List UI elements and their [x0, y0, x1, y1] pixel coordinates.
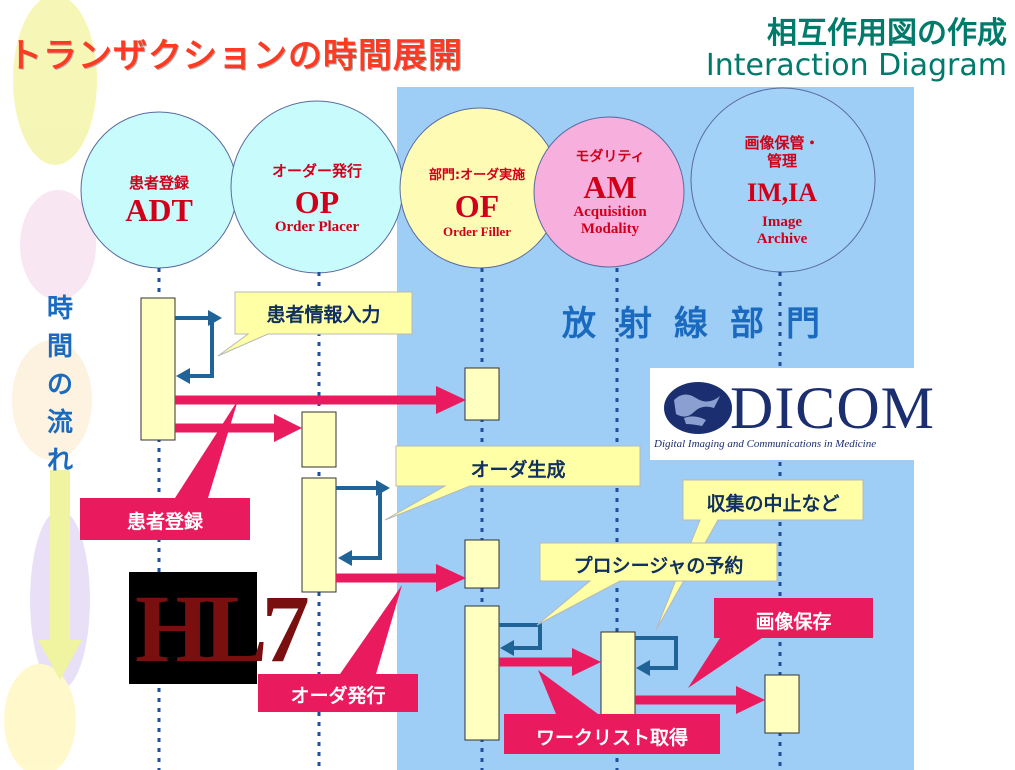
dicom-logo-text: DICOM: [730, 375, 936, 441]
actor-am-en: Acquisition Modality: [573, 204, 647, 237]
dicom-logo-subtitle: Digital Imaging and Communications in Me…: [654, 438, 877, 450]
balloon-decoration: [20, 190, 96, 300]
balloon-decoration: [13, 0, 97, 165]
time-flow-label: 時間の流れ: [46, 294, 73, 476]
loop-arrow-icon: [635, 636, 678, 670]
callout-cancel: 収集の中止など: [706, 493, 840, 515]
actor-circle-im: [690, 87, 876, 273]
callout-schedule-shape: [536, 542, 778, 626]
activation-of-1: [464, 367, 500, 421]
actor-adt-abbr: ADT: [125, 192, 193, 227]
message-arrows: [175, 395, 740, 705]
arrow-right-icon: [274, 414, 302, 442]
actor-im: 画像保管・管理 IM,IA Image Archive: [726, 134, 838, 248]
activation-im: [764, 674, 800, 734]
actor-of-abbr: OF: [454, 188, 500, 224]
callout-store-shape: [688, 598, 873, 688]
actor-of: 部門:オーダ実施 OF Order Filler: [412, 164, 542, 240]
globe-icon: [664, 382, 732, 434]
loop-arrow-icon: [499, 623, 542, 650]
activation-op-1: [301, 411, 337, 468]
callout-patient-info: 患者情報入力: [266, 304, 381, 326]
hl7-logo-text: HL7: [135, 575, 310, 682]
hl7-logo: HL7: [129, 572, 310, 684]
actor-op: オーダー発行 OP Order Placer: [247, 160, 387, 236]
arrow-right-icon: [736, 686, 765, 714]
arrow-right-icon: [572, 648, 601, 676]
actor-op-jp: オーダー発行: [271, 162, 362, 180]
actor-of-jp: 部門:オーダ実施: [428, 168, 526, 183]
callout-patient-reg: 患者登録: [126, 511, 203, 533]
callout-patient-reg-shape: [80, 400, 250, 540]
callout-order-issue: オーダ発行: [290, 685, 386, 707]
corner-title-en: Interaction Diagram: [705, 48, 1007, 83]
balloon-decoration: [12, 340, 92, 460]
activation-op-2: [301, 477, 337, 593]
dicom-logo: DICOM Digital Imaging and Communications…: [650, 368, 962, 460]
callout-worklist: ワークリスト取得: [535, 727, 688, 749]
activation-of-3: [464, 605, 500, 741]
corner-title-jp: 相互作用図の作成: [767, 16, 1007, 51]
slide-title: トランザクションの時間展開: [8, 36, 463, 76]
callout-order-gen: オーダ生成: [470, 459, 566, 481]
callout-schedule: プロシージャの予約: [573, 555, 744, 577]
balloon-decoration: [4, 664, 76, 770]
actor-circle-am: [533, 116, 685, 268]
callout-worklist-shape: [504, 670, 720, 754]
time-flow-arrow: [38, 470, 82, 680]
callout-store: 画像保存: [755, 611, 832, 633]
actor-of-en: Order Filler: [443, 224, 511, 239]
actor-im-abbr: IM,IA: [746, 178, 818, 207]
actor-am-jp: モダリティ: [575, 149, 645, 165]
activation-of-2: [464, 539, 500, 589]
department-label: 放射線部門: [562, 304, 842, 344]
loop-arrow-icon: [175, 316, 214, 378]
actor-am: モダリティ AM Acquisition Modality: [549, 146, 671, 238]
actor-adt: 患者登録 ADT: [95, 172, 223, 227]
loop-arrow-icon: [336, 486, 382, 560]
actor-am-abbr: AM: [583, 169, 637, 205]
actor-adt-jp: 患者登録: [128, 174, 189, 192]
activation-am: [600, 631, 636, 719]
arrow-right-icon: [436, 386, 466, 414]
actor-op-en: Order Placer: [274, 219, 360, 235]
actor-im-jp: 画像保管・管理: [744, 134, 820, 170]
actor-op-abbr: OP: [294, 184, 340, 220]
callout-order-issue-shape: [258, 585, 418, 712]
arrow-right-icon: [436, 564, 466, 592]
callout-patient-info-shape: [217, 291, 413, 357]
actor-im-en: Image Archive: [756, 214, 808, 247]
activation-adt: [140, 297, 176, 441]
callout-order-gen-shape: [384, 445, 641, 521]
